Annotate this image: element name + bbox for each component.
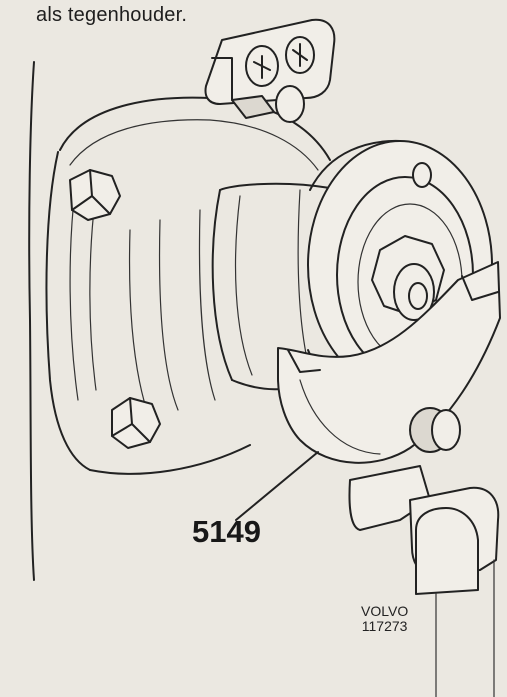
tool-number-label: 5149 [192,514,261,549]
center-nut [371,235,445,321]
engine-housing-outline [28,61,331,581]
figure-brand: VOLVO [361,603,409,619]
hex-bolt-lower [111,397,161,449]
label-leader-line [235,451,319,521]
hex-bolt-upper [69,169,121,221]
counter-holder-tool [277,261,501,697]
figure-number: 117273 [361,618,408,634]
figure-reference: VOLVO 117273 [361,604,408,634]
mounting-bracket [204,18,336,123]
caption-text: als tegenhouder. [36,4,188,26]
